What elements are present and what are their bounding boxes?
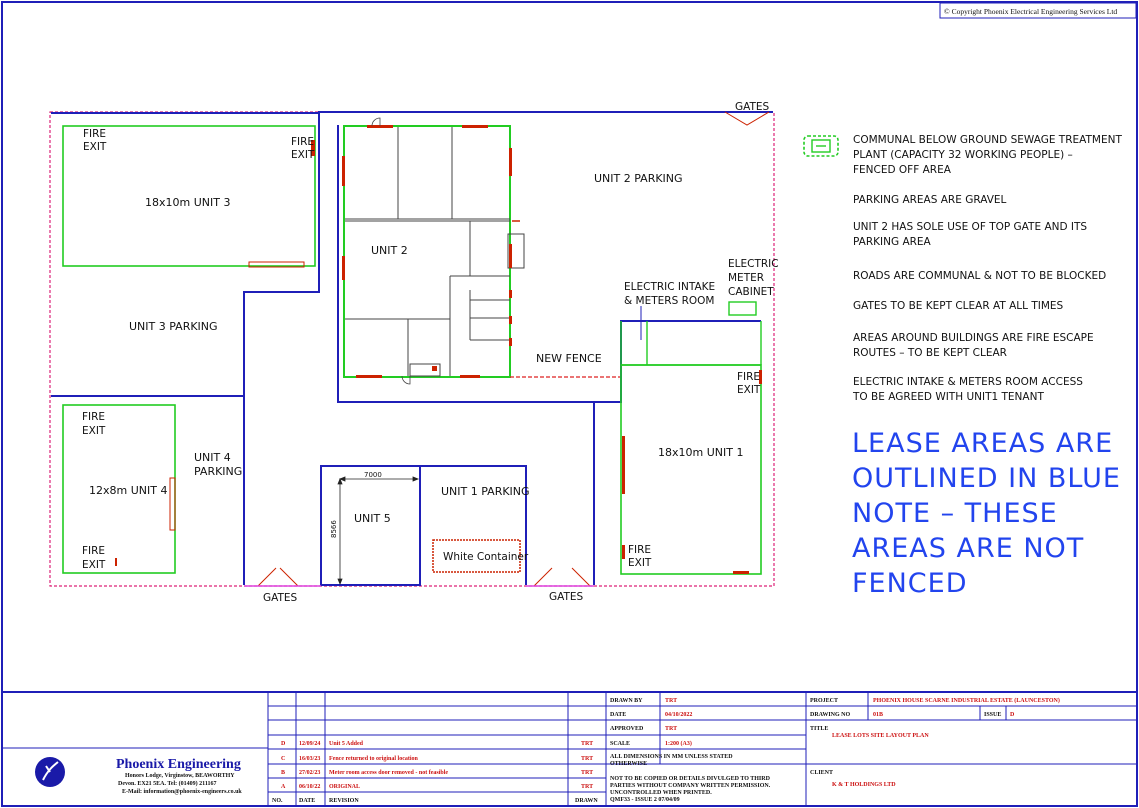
rev-header-no: NO. xyxy=(272,798,283,804)
unit5-label: UNIT 5 xyxy=(354,512,391,525)
unit2-internal-walls xyxy=(345,127,525,377)
rev-date: 06/10/22 xyxy=(299,784,320,790)
white-container-label: White Container xyxy=(443,551,529,563)
rev-header-drawn: DRAWN xyxy=(575,798,598,804)
unit3-label: 18x10m UNIT 3 xyxy=(145,196,230,209)
unit5-width-dim: 7000 xyxy=(364,471,382,479)
white-container xyxy=(432,539,521,573)
rev-text: Fence returned to original location xyxy=(329,756,419,762)
rev-letter: C xyxy=(281,756,285,762)
unit5-dimensions xyxy=(337,476,420,586)
client-label: CLIENT xyxy=(810,770,833,776)
issue-value: D xyxy=(1010,712,1015,718)
rev-by: TRT xyxy=(581,756,593,762)
unit3-parking-label: UNIT 3 PARKING xyxy=(129,320,218,333)
company-address-1: Honors Lodge, Virginstow, BEAWORTHY xyxy=(125,773,235,779)
drawn-by-label: DRAWN BY xyxy=(610,698,643,704)
copyright-box xyxy=(939,2,1137,19)
electric-intake-label: ELECTRIC INTAKE& METERS ROOM xyxy=(624,281,715,307)
rev-letter: A xyxy=(281,784,286,790)
rev-text: Unit 5 Added xyxy=(329,741,364,747)
rev-date: 12/09/24 xyxy=(299,741,320,747)
revision-table: D 12/09/24 Unit 5 Added TRT C 16/03/23 F… xyxy=(272,741,598,804)
copy-note: NOT TO BE COPIED OR DETAILS DIVULGED TO … xyxy=(610,776,771,803)
client-value: K & T HOLDINGS LTD xyxy=(832,782,896,788)
unit2-building xyxy=(343,125,511,378)
company-name: Phoenix Engineering xyxy=(116,757,241,772)
drawing-no-label: DRAWING NO xyxy=(810,712,851,718)
company-address-2: Devon. EX21 5EA. Tel: (01409) 211167 xyxy=(118,780,217,787)
note-roads: ROADS ARE COMMUNAL & NOT TO BE BLOCKED xyxy=(853,270,1106,282)
rev-by: TRT xyxy=(581,741,593,747)
project-info: PROJECT PHOENIX HOUSE SCARNE INDUSTRIAL … xyxy=(810,697,1060,788)
unit2-label: UNIT 2 xyxy=(371,244,408,257)
unit3-building xyxy=(62,125,316,267)
title-value: LEASE LOTS SITE LAYOUT PLAN xyxy=(832,733,929,739)
rev-header-revision: REVISION xyxy=(329,798,359,804)
unit1-building xyxy=(620,364,762,575)
meter-cabinet xyxy=(728,301,757,316)
rev-letter: D xyxy=(281,741,286,747)
unit2-doors xyxy=(342,125,512,378)
company-logo xyxy=(35,757,65,787)
new-fence-label: NEW FENCE xyxy=(536,352,602,365)
gates-top-label: GATES xyxy=(735,101,770,113)
project-value: PHOENIX HOUSE SCARNE INDUSTRIAL ESTATE (… xyxy=(873,697,1060,704)
gates-bottom-right-label: GATES xyxy=(549,591,584,603)
gates xyxy=(257,111,770,587)
project-label: PROJECT xyxy=(810,698,838,704)
note-gravel: PARKING AREAS ARE GRAVEL xyxy=(853,194,1007,206)
title-block xyxy=(2,691,1137,806)
rev-by: TRT xyxy=(581,770,593,776)
rev-date: 16/03/23 xyxy=(299,756,320,762)
drawing-no-value: 01B xyxy=(873,712,883,718)
rev-by: TRT xyxy=(581,784,593,790)
rev-letter: B xyxy=(281,770,285,776)
approved-value: TRT xyxy=(665,726,677,732)
rev-date: 27/02/23 xyxy=(299,770,320,776)
issue-label: ISSUE xyxy=(984,712,1001,718)
unit5-height-dim: 8566 xyxy=(330,520,338,538)
unit1-label: 18x10m UNIT 1 xyxy=(658,446,743,459)
copyright-text: © Copyright Phoenix Electrical Engineeri… xyxy=(944,7,1117,16)
date-value: 04/10/2022 xyxy=(665,712,692,718)
sewage-plant-icon xyxy=(803,135,839,157)
unit4-label: 12x8m UNIT 4 xyxy=(89,484,167,497)
drawn-by-value: TRT xyxy=(665,698,677,704)
gates-bottom-left-label: GATES xyxy=(263,592,298,604)
unit2-parking-label: UNIT 2 PARKING xyxy=(594,172,683,185)
meter-room xyxy=(620,321,762,366)
rev-text: ORIGINAL xyxy=(329,784,360,790)
approved-label: APPROVED xyxy=(610,726,644,732)
note-gates: GATES TO BE KEPT CLEAR AT ALL TIMES xyxy=(853,300,1064,312)
rev-text: Meter room access door removed - not fea… xyxy=(329,770,448,776)
unit1-parking-label: UNIT 1 PARKING xyxy=(441,485,530,498)
title-label: TITLE xyxy=(810,726,828,732)
scale-label: SCALE xyxy=(610,741,630,747)
company-email: E-Mail: information@phoenix-engineers.co… xyxy=(122,789,242,795)
rev-header-date: DATE xyxy=(299,798,315,804)
date-label: DATE xyxy=(610,712,626,718)
scale-value: 1:200 (A3) xyxy=(665,740,692,747)
drawing-info: DRAWN BY TRT DATE 04/10/2022 APPROVED TR… xyxy=(610,698,771,803)
